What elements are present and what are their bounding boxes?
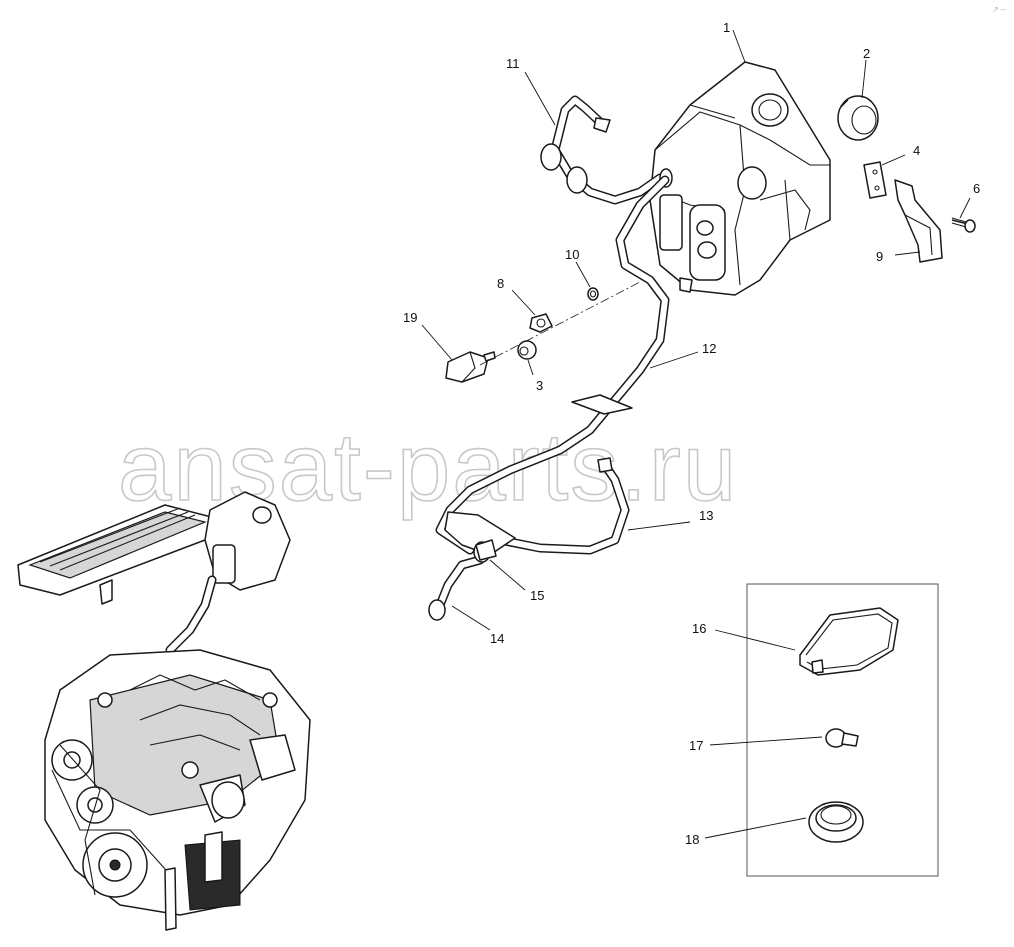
grommet[interactable] [517, 340, 537, 360]
leader-lines [421, 29, 971, 839]
tank-cap[interactable] [837, 95, 879, 141]
mounting-plate[interactable] [863, 161, 887, 199]
callout-6: 6 [973, 181, 980, 196]
callout-10: 10 [565, 247, 579, 262]
hose-clamp-15[interactable] [473, 539, 497, 563]
callout-15: 15 [530, 588, 544, 603]
callout-1: 1 [723, 20, 730, 35]
gasket-ring[interactable] [799, 607, 899, 676]
bolt[interactable] [951, 217, 976, 233]
engine-overview [17, 491, 311, 931]
callout-3: 3 [536, 378, 543, 393]
corner-mark: ↗ – [992, 5, 1006, 14]
level-sensor[interactable] [445, 351, 496, 383]
callout-11: 11 [506, 56, 520, 71]
callout-14: 14 [490, 631, 504, 646]
callout-13: 13 [699, 508, 713, 523]
large-grommet[interactable] [808, 801, 864, 843]
coolant-hose-12[interactable] [435, 175, 670, 555]
kit-frame [746, 583, 939, 877]
callout-2: 2 [863, 46, 870, 61]
callout-18: 18 [685, 832, 699, 847]
overflow-hose[interactable] [540, 95, 673, 205]
lower-hose[interactable] [428, 555, 485, 621]
o-ring[interactable] [587, 287, 599, 301]
nut[interactable] [529, 313, 553, 333]
assembly-axis [479, 281, 641, 366]
coolant-hose-13[interactable] [444, 457, 630, 556]
expansion-tank[interactable] [649, 61, 831, 296]
callout-16: 16 [692, 621, 706, 636]
watermark: ansat-parts.ru [118, 414, 738, 521]
callout-12: 12 [702, 341, 716, 356]
small-clamp[interactable] [825, 728, 859, 748]
callout-9: 9 [876, 249, 883, 264]
callout-4: 4 [913, 143, 920, 158]
callout-8: 8 [497, 276, 504, 291]
callout-17: 17 [689, 738, 703, 753]
callout-19: 19 [403, 310, 417, 325]
tank-bracket[interactable] [894, 179, 943, 263]
